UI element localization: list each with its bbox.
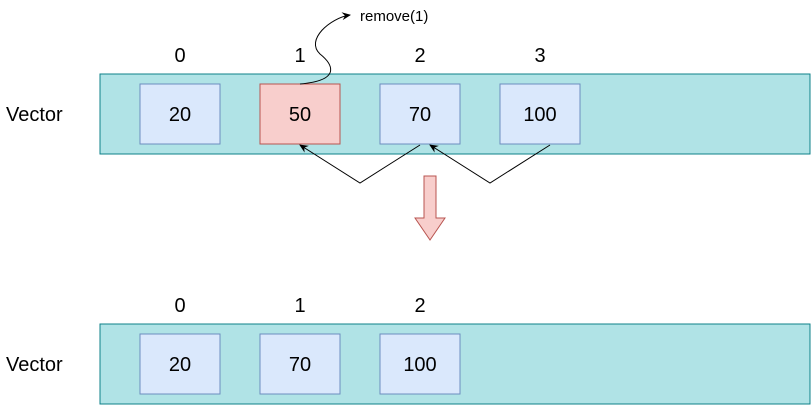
after-cell-1-box (259, 333, 341, 395)
after-cell-0-value: 20 (169, 354, 191, 376)
remove-curve-arrow (299, 12, 351, 85)
after-cell-1-value: 70 (289, 354, 311, 376)
after-cell-2-box (379, 333, 461, 395)
vector-after: Vector 0 1 2 20 70 100 (6, 295, 811, 405)
before-cell-0-value: 20 (169, 104, 191, 126)
vector-before-label: Vector (6, 104, 63, 126)
before-index-2: 2 (414, 45, 425, 67)
transition-down-arrow-icon (414, 175, 446, 241)
before-index-0: 0 (174, 45, 185, 67)
before-cell-0-box (139, 83, 221, 145)
shift-arrows (299, 144, 551, 184)
after-index-1: 1 (294, 295, 305, 317)
before-cell-3-box (499, 83, 581, 145)
before-index-1: 1 (294, 45, 305, 67)
before-cell-3: 100 (499, 83, 581, 145)
after-cell-1: 70 (259, 333, 341, 395)
after-cell-0: 20 (139, 333, 221, 395)
before-index-3: 3 (534, 45, 545, 67)
remove-operation: remove(1) (299, 8, 428, 85)
shift-arrow-100 (429, 144, 551, 184)
after-cell-2: 100 (379, 333, 461, 395)
after-index-2: 2 (414, 295, 425, 317)
before-cell-2-box (379, 83, 461, 145)
after-cell-0-box (139, 333, 221, 395)
shift-arrow-70 (299, 144, 421, 184)
vector-after-label: Vector (6, 354, 63, 376)
after-index-0: 0 (174, 295, 185, 317)
remove-operation-label: remove(1) (360, 8, 428, 25)
before-cell-2: 70 (379, 83, 461, 145)
before-cell-0: 20 (139, 83, 221, 145)
before-cell-1-removed: 50 (259, 83, 341, 145)
before-cell-1-value: 50 (289, 104, 311, 126)
before-cell-3-value: 100 (523, 104, 556, 126)
after-cell-2-value: 100 (403, 354, 436, 376)
vector-before: Vector 0 1 2 3 20 50 70 100 (6, 45, 811, 155)
before-cell-2-value: 70 (409, 104, 431, 126)
